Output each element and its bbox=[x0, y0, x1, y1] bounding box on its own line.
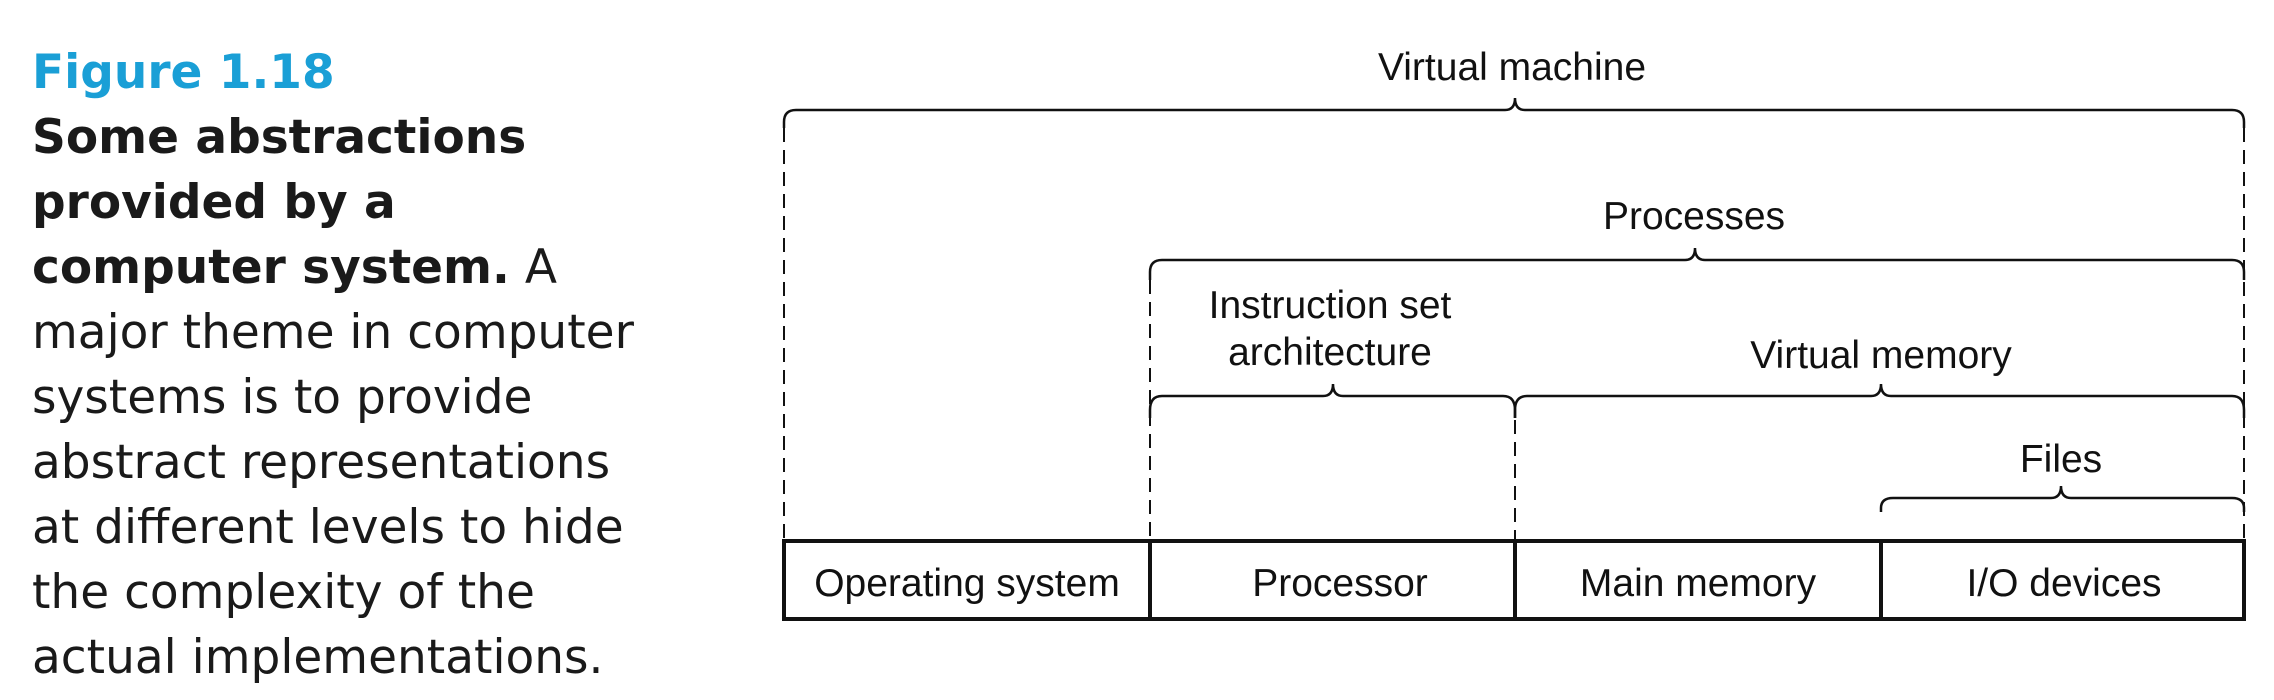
virtual-machine-label: Virtual machine bbox=[1378, 46, 1646, 89]
io-devices-box bbox=[1879, 539, 2246, 621]
io-devices-label: I/O devices bbox=[1966, 562, 2161, 605]
virtual-machine-brace bbox=[782, 97, 2246, 128]
processor-label: Processor bbox=[1252, 562, 1428, 605]
operating-system-label: Operating system bbox=[814, 562, 1120, 605]
isa-label-line2: architecture bbox=[1228, 331, 1432, 374]
virtual-memory-brace bbox=[1513, 383, 2246, 418]
isa-brace bbox=[1148, 383, 1517, 418]
figure-label: Figure 1.18 bbox=[32, 45, 335, 100]
isa-label-line1: Instruction set bbox=[1209, 284, 1452, 327]
files-brace bbox=[1879, 485, 2246, 512]
caption-title: Some abstractions provided by a computer… bbox=[32, 110, 527, 295]
processes-brace bbox=[1148, 247, 2246, 280]
files-label: Files bbox=[2020, 438, 2102, 481]
main-memory-label: Main memory bbox=[1580, 562, 1817, 605]
virtual-memory-label: Virtual memory bbox=[1750, 334, 2012, 377]
caption-body: A major theme in computer systems is to … bbox=[32, 240, 634, 685]
processor-box bbox=[1148, 539, 1517, 621]
processes-label: Processes bbox=[1603, 195, 1785, 238]
figure-caption: Figure 1.18 Some abstractions provided b… bbox=[32, 40, 652, 690]
